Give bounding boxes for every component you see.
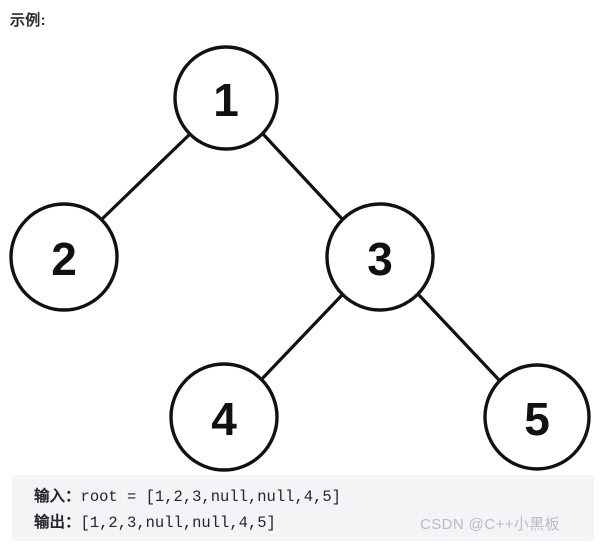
node-label-3: 3 — [367, 233, 393, 285]
input-label: 输入： — [34, 488, 81, 505]
node-circle-2 — [9, 202, 119, 312]
node-label-5: 5 — [524, 393, 550, 445]
edge-1-2 — [98, 132, 192, 223]
csdn-watermark: CSDN @C++小黑板 — [420, 516, 561, 533]
node-circle-1 — [173, 45, 279, 151]
tree-node-5: 5 — [483, 363, 591, 471]
code-line-output: 输出：[1,2,3,null,null,4,5] — [34, 510, 594, 536]
output-label: 输出： — [34, 514, 81, 531]
tree-node-3: 3 — [325, 202, 435, 312]
input-value: root = [1,2,3,null,null,4,5] — [80, 488, 341, 506]
binary-tree-svg: 1 2 3 4 5 — [9, 45, 591, 472]
node-circle-4 — [169, 362, 279, 472]
edge-3-5 — [416, 292, 502, 383]
binary-tree-figure: 1 2 3 4 5 — [0, 38, 606, 474]
edge-3-4 — [258, 292, 345, 383]
edge-1-3 — [261, 132, 346, 223]
node-label-1: 1 — [213, 74, 239, 126]
output-value: [1,2,3,null,null,4,5] — [80, 514, 276, 532]
tree-edges — [98, 132, 502, 383]
tree-node-4: 4 — [169, 362, 279, 472]
node-label-4: 4 — [211, 393, 237, 445]
node-circle-5 — [483, 363, 591, 471]
node-circle-3 — [325, 202, 435, 312]
tree-node-1: 1 — [173, 45, 279, 151]
example-io-code-block: 输入：root = [1,2,3,null,null,4,5] 输出：[1,2,… — [12, 475, 594, 541]
code-line-input: 输入：root = [1,2,3,null,null,4,5] — [34, 484, 594, 510]
node-label-2: 2 — [51, 233, 77, 285]
page-title: 示例: — [10, 12, 46, 29]
tree-node-2: 2 — [9, 202, 119, 312]
